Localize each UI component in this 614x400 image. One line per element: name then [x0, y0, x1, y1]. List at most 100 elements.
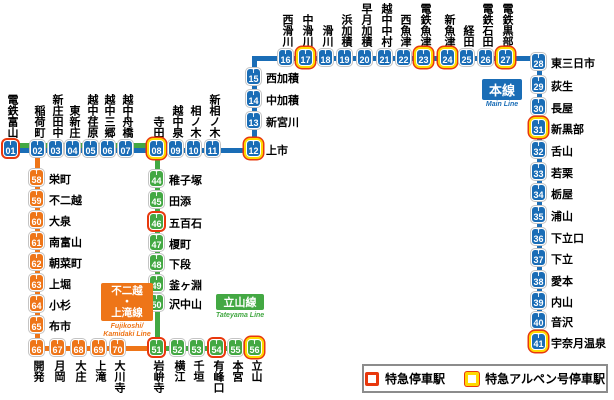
station-badge-prefix: T — [503, 49, 508, 56]
legend: 特急停車駅 特急アルペン号停車駅 — [362, 364, 608, 393]
station-name: 越中泉 — [171, 105, 183, 138]
station-badge-prefix: T — [233, 339, 238, 346]
station-badge-number: 50 — [151, 299, 162, 310]
station-badge-prefix: T — [96, 339, 101, 346]
station-name: 上滝 — [94, 360, 106, 382]
station-badge-prefix: T — [34, 295, 39, 302]
station-badge-number: 48 — [151, 259, 162, 270]
station-badge-prefix: T — [251, 90, 256, 97]
station-badge-number: 49 — [151, 280, 162, 291]
express-stop-label: 特急停車駅 — [385, 372, 446, 386]
station-badge-number: 59 — [31, 195, 42, 206]
station-badge-prefix: T — [154, 170, 159, 177]
station-badge-number: 45 — [151, 196, 162, 207]
station-badge-number: 52 — [172, 344, 183, 355]
station-badge-prefix: T — [76, 339, 81, 346]
station-badge-number: 36 — [533, 233, 544, 244]
station-badge-prefix: T — [401, 49, 406, 56]
station-badge-number: 07 — [120, 145, 131, 156]
station-badge-number: 25 — [461, 54, 472, 65]
station-badge-prefix: T — [536, 312, 541, 319]
station-name: 下立口 — [551, 233, 584, 245]
station-name: 栄町 — [49, 174, 71, 186]
station-name: 越中三郷 — [103, 94, 115, 138]
station-badge-prefix: T — [34, 190, 39, 197]
line-segment-tateyama — [155, 346, 260, 351]
station-badge-number: 09 — [170, 145, 181, 156]
station-badge-number: 16 — [280, 54, 291, 65]
station-name: 下段 — [169, 259, 191, 271]
station-badge-number: 46 — [151, 218, 162, 229]
station-badge-prefix: T — [88, 140, 93, 147]
station-badge-number: 10 — [188, 145, 199, 156]
station-name: 下立 — [551, 254, 573, 266]
station-badge-prefix: T — [536, 98, 541, 105]
station-name: 電鉄黒部 — [501, 3, 513, 47]
station-name: 有峰口 — [212, 360, 224, 393]
station-badge-number: 22 — [398, 54, 409, 65]
station-badge-prefix: T — [34, 316, 39, 323]
station-badge-number: 34 — [533, 189, 544, 200]
station-badge-prefix: T — [154, 140, 159, 147]
station-name: 大泉 — [49, 216, 71, 228]
station-badge-prefix: T — [536, 141, 541, 148]
station-badge-prefix: T — [342, 49, 347, 56]
line-segment-main — [10, 148, 257, 153]
station-name: 荻生 — [551, 81, 573, 93]
station-badge-prefix: T — [154, 254, 159, 261]
station-badge-number: 69 — [93, 344, 104, 355]
station-badge-number: 65 — [31, 321, 42, 332]
station-name: 相ノ木 — [189, 105, 201, 138]
station-badge-number: 33 — [533, 168, 544, 179]
station-badge-number: 35 — [533, 211, 544, 222]
station-badge-number: 60 — [31, 216, 42, 227]
station-badge-number: 68 — [73, 344, 84, 355]
station-name: 内山 — [551, 297, 573, 309]
station-name: 音沢 — [551, 317, 573, 329]
station-badge-prefix: T — [214, 339, 219, 346]
station-badge-number: 70 — [112, 344, 123, 355]
main-line-label-box: 本線 — [482, 79, 522, 100]
station-badge-number: 32 — [533, 146, 544, 157]
station-badge-prefix: T — [303, 49, 308, 56]
station-badge-number: 11 — [207, 145, 218, 156]
station-badge-prefix: T — [34, 211, 39, 218]
station-badge-number: 01 — [5, 145, 16, 156]
station-badge-prefix: T — [536, 76, 541, 83]
station-badge-prefix: T — [445, 49, 450, 56]
station-badge-number: 17 — [300, 54, 311, 65]
station-badge-prefix: T — [8, 140, 13, 147]
station-badge-prefix: T — [34, 339, 39, 346]
station-badge-prefix: T — [154, 191, 159, 198]
station-badge-number: 53 — [191, 344, 202, 355]
express-stop-icon — [365, 371, 380, 386]
